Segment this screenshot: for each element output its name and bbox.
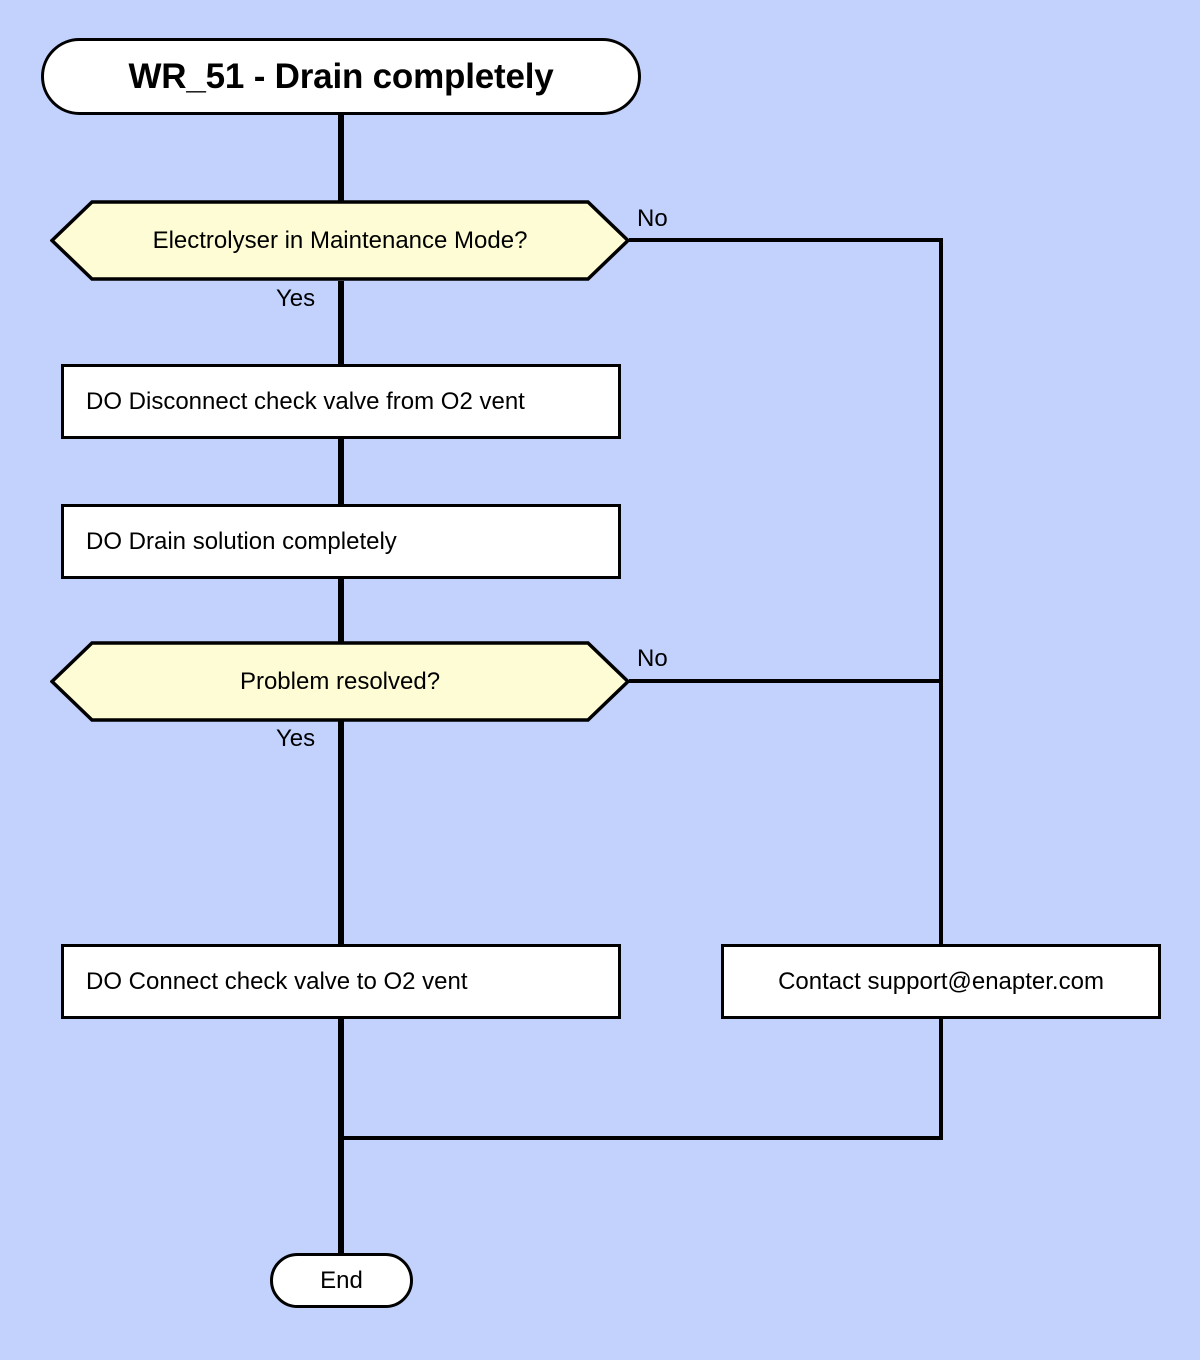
decision-resolved-label: Problem resolved? (239, 667, 441, 695)
node-process-contact[interactable]: Contact support@enapter.com (721, 944, 1161, 1019)
process-drain-label: DO Drain solution completely (86, 527, 397, 555)
decision-maintenance-shape (50, 200, 630, 281)
node-process-drain[interactable]: DO Drain solution completely (61, 504, 621, 579)
process-connect-label: DO Connect check valve to O2 vent (86, 967, 468, 995)
process-disconnect-label: DO Disconnect check valve from O2 vent (86, 387, 525, 415)
edge-label-resolved-no: No (637, 645, 668, 672)
edge-maintenance-no (629, 238, 943, 947)
node-decision-maintenance[interactable]: Electrolyser in Maintenance Mode? (50, 200, 630, 281)
edge-label-maintenance-yes: Yes (276, 285, 316, 312)
edge-contact-to-junction (341, 1018, 943, 1140)
node-end-terminator[interactable]: End (270, 1253, 413, 1308)
start-terminator-label: WR_51 - Drain completely (128, 56, 554, 96)
node-decision-resolved[interactable]: Problem resolved? (50, 641, 630, 722)
edge-label-maintenance-no: No (637, 205, 668, 232)
node-start-terminator[interactable]: WR_51 - Drain completely (41, 38, 641, 115)
process-contact-label: Contact support@enapter.com (778, 967, 1104, 995)
decision-resolved-shape (50, 641, 630, 722)
decision-maintenance-label: Electrolyser in Maintenance Mode? (152, 226, 528, 254)
end-terminator-label: End (320, 1266, 363, 1294)
edge-label-resolved-yes: Yes (276, 725, 316, 752)
node-process-connect[interactable]: DO Connect check valve to O2 vent (61, 944, 621, 1019)
node-process-disconnect[interactable]: DO Disconnect check valve from O2 vent (61, 364, 621, 439)
